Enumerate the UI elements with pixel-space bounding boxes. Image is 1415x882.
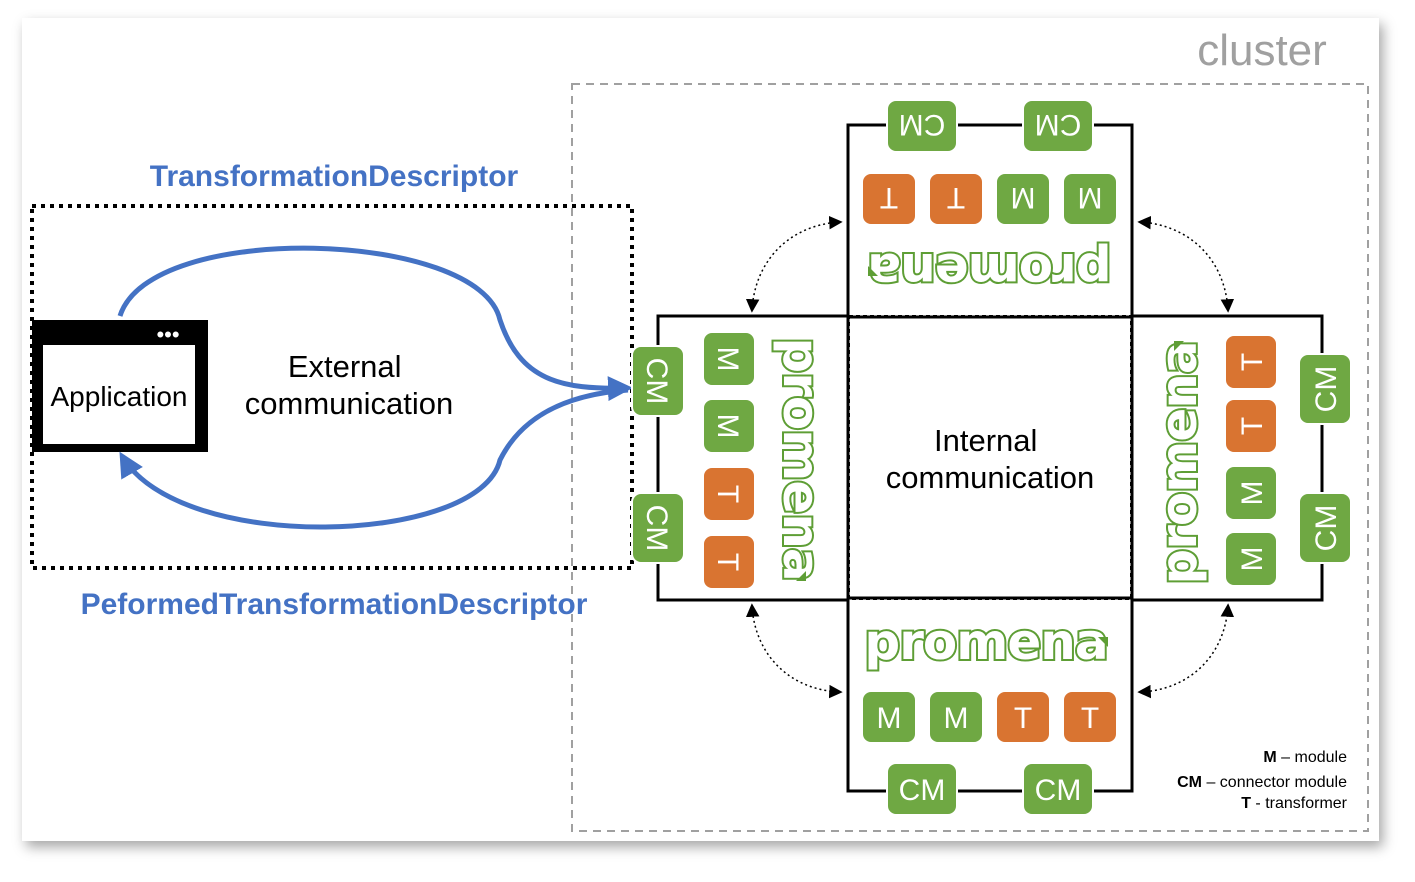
transformer-chip: T [702, 534, 756, 590]
transformer-chip-label: T [1014, 702, 1032, 735]
module-chip-label: M [1011, 181, 1036, 214]
external-boundary [30, 204, 634, 570]
svg-text:promena: promena [868, 242, 1111, 300]
module-chip-label: M [944, 702, 969, 735]
application-window: ••• Application [32, 320, 208, 452]
application-label: Application [51, 381, 188, 412]
transformer-chip: T [861, 172, 917, 226]
module-chip: M [928, 690, 984, 744]
logo-arrow-icon [1098, 637, 1108, 647]
transformer-chip: T [1062, 690, 1118, 744]
connector-chip-label: CM [899, 774, 946, 807]
connection-bottom-right [1137, 603, 1235, 699]
promena-logo: promena [862, 611, 1110, 673]
svg-text:promena: promena [1150, 341, 1208, 584]
transformer-chip-label: T [1236, 417, 1269, 435]
connection-bottom-left [745, 603, 843, 699]
connection-top-left [745, 215, 843, 313]
module-chip: M [861, 690, 917, 744]
connector-chip: CM [1298, 353, 1352, 425]
promena-logo: promena [866, 240, 1113, 302]
legend-module: M – module [1263, 749, 1347, 766]
transformer-chip-label: T [711, 485, 744, 503]
module-chip-label: M [1236, 481, 1269, 506]
cluster-label: cluster [1197, 26, 1327, 75]
transformer-chip: T [1224, 334, 1278, 390]
connector-chip: CM [886, 99, 958, 153]
module-chip: M [702, 331, 756, 387]
transformer-chip: T [928, 172, 984, 226]
logo-arrow-icon [796, 571, 806, 581]
external-communication-label: External communication [245, 349, 453, 421]
module-chip: M [702, 398, 756, 454]
module-chip-label: M [1078, 181, 1103, 214]
transformer-chip: T [1224, 398, 1278, 454]
connector-chip-label: CM [1035, 774, 1082, 807]
performed-descriptor-label: PeformedTransformationDescriptor [81, 588, 588, 621]
module-chip: M [1062, 172, 1118, 226]
module-chip-label: M [1236, 547, 1269, 572]
cluster-boundary [571, 83, 1369, 832]
connector-chip: CM [1298, 492, 1352, 564]
legend-transformer: T - transformer [1241, 795, 1347, 812]
module-chip: M [1224, 465, 1278, 521]
connector-chip-label: CM [1310, 505, 1343, 552]
promena-logo: promena [1148, 339, 1210, 586]
svg-text:promena: promena [864, 613, 1107, 671]
logo-arrow-icon [1174, 341, 1184, 351]
module-chip-label: M [877, 702, 902, 735]
module-chip-label: M [711, 414, 744, 439]
connector-chip: CM [1022, 762, 1094, 816]
legend: M – module CM – connector module T - tra… [1177, 749, 1348, 812]
connector-chip: CM [631, 492, 685, 564]
module-chip: M [1224, 531, 1278, 587]
promena-logo: promena [770, 335, 832, 582]
transformer-chip: T [702, 466, 756, 522]
svg-text:promena: promena [772, 337, 830, 580]
connector-chip-label: CM [640, 358, 673, 405]
connector-chip: CM [1022, 99, 1094, 153]
connector-chip: CM [886, 762, 958, 816]
transformer-chip-label: T [1081, 702, 1099, 735]
response-arrow [119, 387, 629, 530]
internal-communication-label: Internal communication [886, 423, 1094, 495]
window-dots-icon: ••• [156, 322, 179, 347]
legend-connector-module: CM – connector module [1177, 774, 1347, 791]
connector-chip-label: CM [1035, 108, 1082, 141]
connection-top-right [1137, 215, 1235, 313]
transformer-chip-label: T [1236, 353, 1269, 371]
internal-area [848, 315, 1132, 600]
module-chip-label: M [711, 347, 744, 372]
connector-chip-label: CM [640, 505, 673, 552]
request-arrow [117, 245, 633, 402]
transformer-chip-label: T [880, 181, 898, 214]
connector-chip: CM [631, 345, 685, 417]
connector-chip-label: CM [1310, 366, 1343, 413]
transformer-chip: T [995, 690, 1051, 744]
module-chip: M [995, 172, 1051, 226]
logo-arrow-icon [868, 266, 878, 276]
transformer-chip-label: T [711, 553, 744, 571]
connector-chip-label: CM [899, 108, 946, 141]
transformer-chip-label: T [947, 181, 965, 214]
transformation-descriptor-label: TransformationDescriptor [150, 160, 519, 193]
